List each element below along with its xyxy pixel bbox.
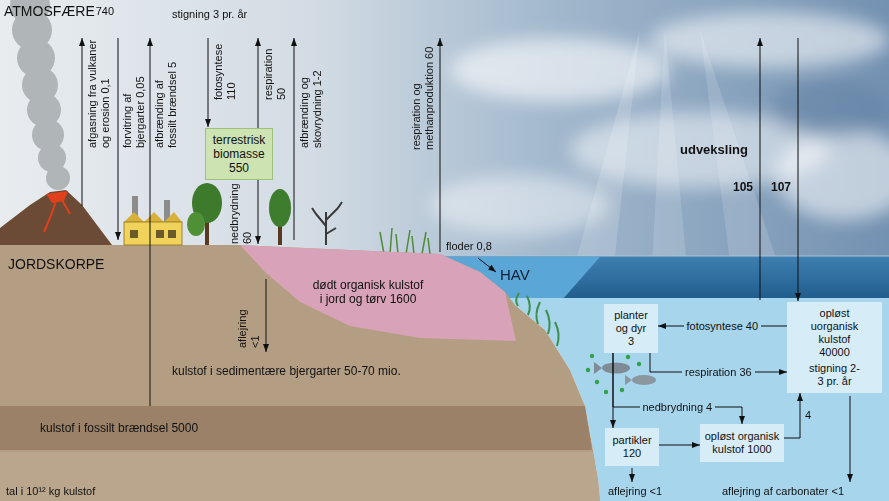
node-text: planter og dyr 3: [612, 309, 650, 348]
cloud: [430, 175, 610, 235]
growth-note: stigning 3 pr. år: [172, 8, 247, 21]
flux-label: afbrænding af fossilt brændsel 5: [153, 60, 179, 148]
horizon: [430, 256, 889, 257]
flow-arrow: [784, 393, 800, 438]
flux-label: fotosyntese 110: [212, 34, 238, 100]
flux-label: aflejring <1: [608, 485, 662, 498]
flux-label: aflejring <1: [236, 298, 262, 348]
reservoir-label: kulstof i sedimentære bjergarter 50-70 m…: [172, 364, 401, 378]
region-name: ATMOSFÆRE: [4, 3, 95, 19]
flow-label: fotosyntese 40: [684, 320, 762, 333]
soil-band: dødt organisk kulstof i jord og tørv 160…: [240, 244, 516, 342]
pool-size: 740: [96, 5, 114, 18]
flux-arrow: [258, 38, 259, 128]
smoke: [10, 0, 70, 190]
flow-label: 4: [805, 409, 811, 422]
region-name: HAV: [500, 266, 530, 283]
plankton-dot: [626, 355, 630, 359]
flux-arrow: [266, 279, 267, 352]
reeds: [380, 228, 430, 254]
fossil-band: kulstof i fossilt brændsel 5000: [0, 406, 592, 450]
node-text: kulstof i fossilt brændsel 5000: [40, 421, 360, 435]
flow-arrow: [613, 353, 742, 424]
node-text: partikler 120: [609, 434, 655, 460]
plankton-dot: [620, 388, 624, 392]
plankton-dot: [637, 362, 641, 366]
flux-arrow: [118, 38, 119, 240]
flux-label: respiration 50: [262, 38, 288, 100]
lava-flow: [44, 200, 70, 232]
flux-value: 105: [733, 180, 753, 194]
factory-roof: [124, 212, 182, 222]
flux-arrow: [850, 396, 851, 482]
flux-arrow: [440, 38, 441, 252]
flow-label: nedbrydning 4: [640, 401, 716, 414]
flux-value: 107: [771, 180, 791, 194]
flux-arrow: [760, 38, 761, 300]
exchange-title: udveksling: [680, 142, 748, 157]
pool-box: planter og dyr 3: [604, 304, 658, 353]
flow-arrow: [258, 180, 259, 244]
burnt-tree: [312, 202, 342, 245]
cloud: [450, 38, 670, 102]
flux-arrow: [798, 38, 799, 301]
node-text: opløst organisk kulstof 1000: [704, 430, 780, 456]
cloud: [775, 130, 889, 220]
plankton-dot: [586, 368, 590, 372]
lower-crust: [0, 452, 600, 501]
factory-window: [130, 230, 138, 238]
volcano: [0, 190, 112, 245]
factory-window: [156, 230, 164, 238]
flux-label: afgasning fra vulkaner og erosion 0,1: [86, 30, 112, 148]
seagrass: [516, 293, 558, 346]
cloud-shadow: [770, 80, 889, 140]
flux-arrow: [294, 38, 295, 240]
tree-crown: [187, 212, 205, 236]
clouds: [430, 12, 889, 235]
node-text: opløst uorganisk kulstof 40000: [809, 307, 861, 359]
fish: [632, 375, 656, 385]
pool-box: opløst uorganisk kulstof 40000 stigning 2…: [787, 302, 882, 393]
flux-label: respiration og methanproduktion 60: [410, 40, 436, 150]
plankton-dot: [595, 380, 599, 384]
fish-tail: [594, 362, 602, 374]
node-text: dødt organisk kulstof i jord og tørv 160…: [310, 278, 426, 306]
flux-arrow: [82, 38, 83, 206]
factory: [124, 222, 182, 245]
tree-crown: [269, 189, 291, 227]
fish: [602, 363, 630, 374]
pool-box: opløst organisk kulstof 1000: [700, 424, 784, 462]
lava: [46, 191, 68, 203]
cloud: [650, 12, 889, 68]
plankton-dot: [590, 354, 594, 358]
flux-arrow: [150, 38, 151, 406]
flux-label: floder 0,8: [446, 240, 492, 253]
region-name: JORDSKORPE: [8, 256, 104, 272]
fossil-band-fill: [0, 406, 592, 450]
unit-note: tal i 10¹² kg kulstof: [6, 485, 95, 498]
soil-band-fill: [240, 245, 516, 341]
node-text: terrestrisk biomasse 550: [210, 133, 268, 175]
fish-tail: [625, 375, 632, 385]
flux-label: aflejring af carbonater <1: [722, 485, 844, 498]
node-text: stigning 2-3 pr. år: [809, 362, 861, 388]
biomass-box: terrestrisk biomasse 550: [205, 128, 273, 180]
plankton-dot: [604, 390, 608, 394]
flow-arrow: [659, 445, 700, 446]
flow-label: respiration 36: [682, 366, 755, 379]
flux-arrow: [478, 258, 496, 272]
flux-label: afbrænding og skovrydning 1-2: [298, 62, 324, 148]
flux-arrow: [208, 38, 209, 127]
factory-window: [168, 230, 176, 238]
flow-label: nedbrydning 60: [228, 178, 254, 244]
flux-label: forvitring af bjergarter 0,05: [121, 64, 147, 148]
flux-arrow: [632, 468, 633, 482]
pool-box: partikler 120: [605, 428, 659, 466]
earth-crust: [0, 245, 600, 501]
